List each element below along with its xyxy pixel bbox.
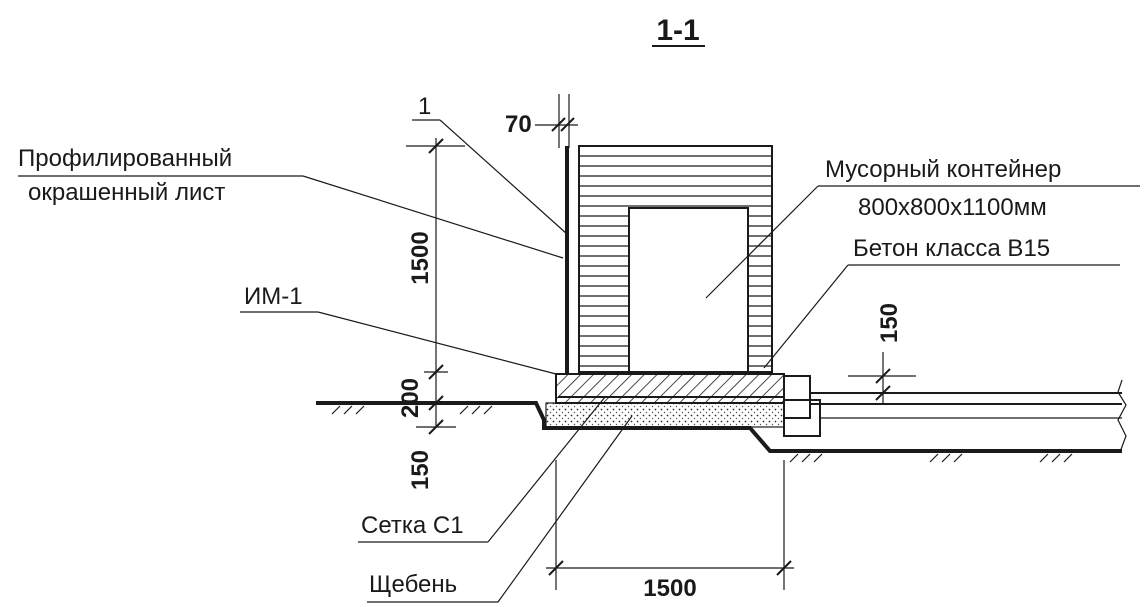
dim-slab-thickness-value: 200	[397, 378, 424, 418]
trash-container	[578, 145, 773, 373]
dim-vertical-chain: 1500 200 150	[397, 138, 465, 490]
embedded-part-label: ИМ-1	[244, 283, 303, 310]
mesh-label: Сетка С1	[361, 512, 464, 539]
leader-mesh: Сетка С1	[358, 396, 606, 543]
concrete-label: Бетон класса В15	[853, 235, 1050, 262]
leader-embedded-part: ИМ-1	[240, 283, 557, 375]
dim-slab-width-value: 1500	[643, 575, 696, 602]
leader-concrete: Бетон класса В15	[763, 235, 1120, 369]
profiled-sheet-label-1: Профилированный	[18, 145, 232, 172]
container-label-1: Мусорный контейнер	[825, 156, 1061, 183]
section-title: 1-1	[656, 14, 699, 47]
dim-sheet-thickness: 70	[505, 94, 578, 148]
dim-sheet-thickness-value: 70	[505, 111, 532, 138]
gravel-label: Щебень	[369, 571, 457, 598]
callout-1: 1	[412, 93, 568, 235]
concrete-slab	[555, 373, 785, 404]
container-label-2: 800х800х1100мм	[858, 194, 1047, 221]
leader-container: Мусорный контейнер 800х800х1100мм	[705, 156, 1140, 299]
dim-curb-height-value: 150	[876, 303, 903, 343]
dim-fence-height-value: 1500	[407, 231, 434, 284]
dim-gravel-thickness-value: 150	[407, 450, 434, 490]
curb-and-pavement	[783, 375, 1127, 453]
dim-curb-height: 150	[848, 303, 916, 404]
callout-number: 1	[418, 93, 431, 120]
dim-slab-width: 1500	[546, 460, 794, 602]
leader-profiled-sheet: Профилированный окрашенный лист	[18, 145, 564, 259]
leader-gravel: Щебень	[367, 415, 633, 603]
profiled-sheet-label-2: окрашенный лист	[28, 179, 225, 206]
gravel-layer	[545, 402, 785, 428]
ground-left	[316, 401, 1122, 463]
